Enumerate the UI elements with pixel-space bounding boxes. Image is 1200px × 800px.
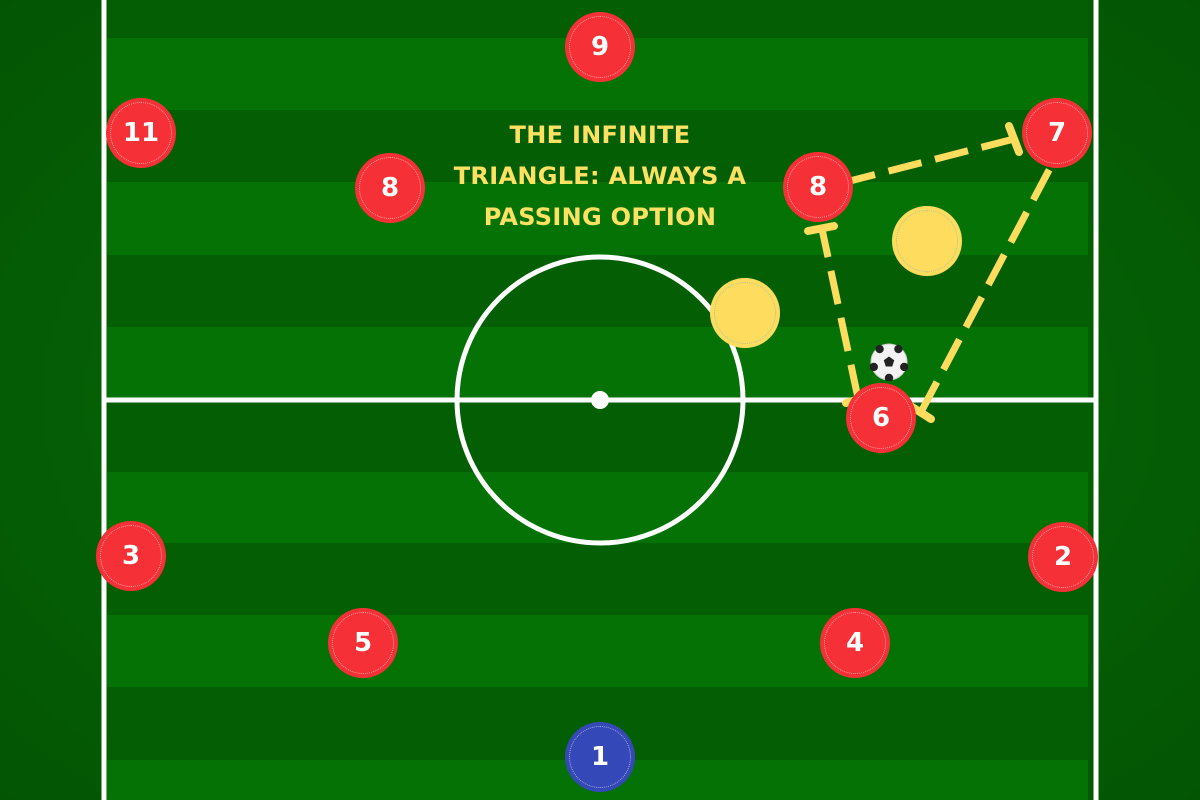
- title-line-2: TRIANGLE: ALWAYS A: [453, 162, 747, 190]
- player-marker-7: 7: [1022, 98, 1092, 168]
- player-marker-4: 4: [820, 608, 890, 678]
- player-marker-2: 2: [1028, 522, 1098, 592]
- diagram-title: THE INFINITE TRIANGLE: ALWAYS A PASSING …: [420, 115, 780, 238]
- player-number: 2: [1053, 542, 1073, 572]
- title-line-1: THE INFINITE: [509, 121, 691, 149]
- player-number: 11: [122, 118, 160, 148]
- grass-stripe: [107, 543, 1088, 615]
- pass-line-end-cap: [804, 222, 838, 235]
- player-marker-6: 6: [846, 383, 916, 453]
- player-number: 1: [590, 742, 610, 772]
- grass-stripes: [107, 0, 1088, 800]
- grass-stripe: [107, 327, 1088, 400]
- player-marker-3: 3: [96, 521, 166, 591]
- center-circle: [454, 254, 746, 546]
- goalkeeper-marker-1: 1: [565, 722, 635, 792]
- player-marker-9: 9: [565, 12, 635, 82]
- pass-line-8-to-7: [841, 135, 1015, 187]
- player-marker-5: 5: [328, 608, 398, 678]
- grass-stripe: [107, 472, 1088, 543]
- grass-stripe: [107, 110, 1088, 182]
- pass-line-end-cap: [1005, 122, 1023, 156]
- player-marker-11: 11: [106, 98, 176, 168]
- player-number: 3: [121, 541, 141, 571]
- defender-marker: [892, 206, 962, 276]
- grass-stripe: [107, 615, 1088, 687]
- player-number: 6: [871, 403, 891, 433]
- player-number: 9: [590, 32, 610, 62]
- player-number: 7: [1047, 118, 1067, 148]
- title-line-3: PASSING OPTION: [483, 203, 717, 231]
- soccer-ball-icon: [870, 343, 908, 381]
- player-marker-8: 8: [355, 153, 425, 223]
- player-number: 8: [808, 172, 828, 202]
- center-spot: [591, 391, 609, 409]
- player-number: 5: [353, 628, 373, 658]
- player-number: 4: [845, 628, 865, 658]
- pass-line-6-to-7: [917, 153, 1061, 414]
- player-marker-8: 8: [783, 152, 853, 222]
- player-number: 8: [380, 173, 400, 203]
- defender-marker: [710, 278, 780, 348]
- pass-line-6-to-8: [818, 228, 862, 399]
